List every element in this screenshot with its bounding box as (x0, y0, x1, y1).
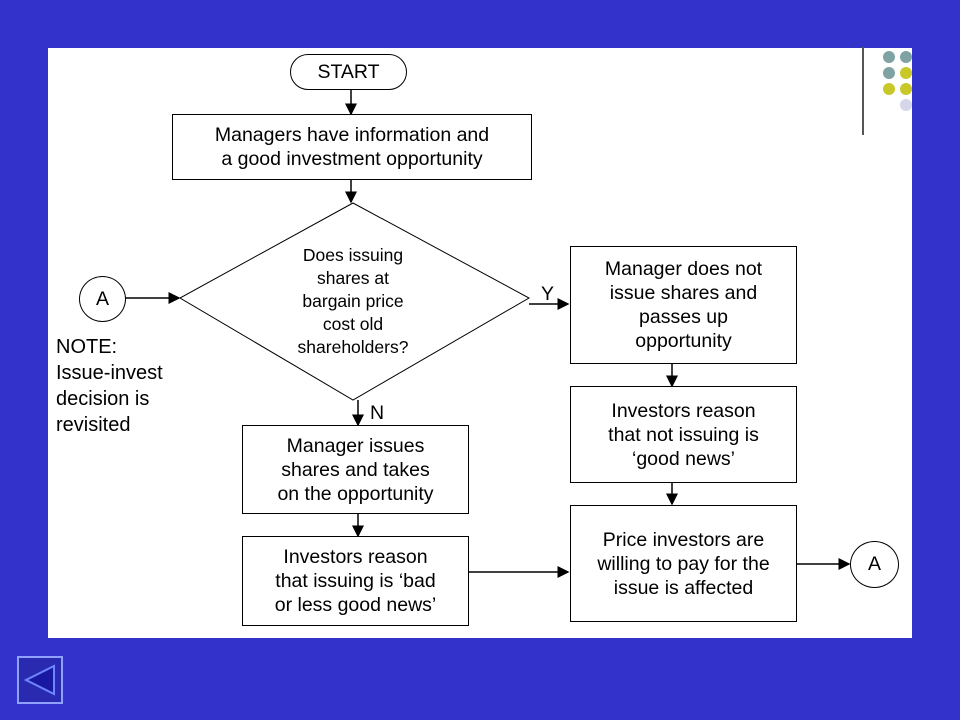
process-box-no-issue: Manager does not issue shares and passes… (570, 246, 797, 364)
back-button[interactable] (17, 656, 63, 704)
box-text-line: Price investors are (602, 528, 765, 551)
connector-a-in: A (79, 276, 126, 322)
process-box-price-affected: Price investors are willing to pay for t… (570, 505, 797, 622)
process-box-good-news: Investors reason that not issuing is ‘go… (570, 386, 797, 483)
box-text-line: or less good news’ (274, 594, 437, 616)
decision-diamond (178, 202, 531, 401)
process-box-issues-shares: Manager issues shares and takes on the o… (242, 425, 469, 514)
box-text-line: opportunity (635, 330, 732, 352)
decision-line: shareholders? (297, 337, 409, 357)
decor-dot (900, 99, 912, 111)
box-text-line: Manager issues (286, 434, 425, 457)
box-text-line: willing to pay for the (597, 552, 770, 575)
decor-dot (883, 83, 895, 95)
box-text-line: that issuing is ‘bad (275, 570, 436, 592)
connector-label: A (867, 553, 881, 575)
box-text-line: ‘good news’ (632, 447, 735, 470)
connector-a-out: A (850, 541, 899, 588)
decor-dot (900, 51, 912, 63)
connector-label: A (95, 287, 109, 310)
decision-line: cost old (322, 314, 384, 334)
decor-dot (883, 51, 895, 63)
decision-line: shares at (317, 268, 389, 288)
box-text-line: that not issuing is (608, 423, 759, 446)
process-box-managers-info: Managers have information and a good inv… (172, 114, 532, 180)
start-label: START (317, 60, 380, 83)
yes-label: Y (541, 283, 555, 305)
decor-dot (900, 83, 912, 95)
decor-dot (883, 67, 895, 79)
box-text-line: issue is affected (613, 576, 754, 599)
decision-line: bargain price (302, 291, 404, 311)
box-text-line: Investors reason (283, 546, 428, 568)
decision-text: Does issuing shares at bargain price cos… (263, 244, 443, 359)
note-line: NOTE: (56, 336, 118, 358)
box-text-line: passes up (639, 306, 728, 328)
no-label: N (370, 402, 385, 424)
note-line: decision is (56, 388, 150, 410)
box-text-line: on the opportunity (277, 482, 434, 505)
note-line: revisited (56, 414, 131, 436)
process-box-bad-news: Investors reason that issuing is ‘bad or… (242, 536, 469, 626)
decor-divider (862, 47, 864, 135)
box-text-line: Managers have information and (214, 124, 490, 146)
box-text-line: Investors reason (611, 399, 756, 422)
note-line: Issue-invest (56, 362, 163, 384)
box-text-line: shares and takes (281, 458, 430, 481)
decor-dot (900, 67, 912, 79)
box-text-line: Manager does not (604, 258, 763, 280)
decision-line: Does issuing (302, 245, 404, 265)
note-text: NOTE: Issue-invest decision is revisited (56, 334, 163, 438)
box-text-line: issue shares and (609, 282, 758, 304)
start-terminal: START (290, 54, 407, 90)
box-text-line: a good investment opportunity (221, 148, 483, 170)
back-triangle-icon (23, 664, 55, 696)
